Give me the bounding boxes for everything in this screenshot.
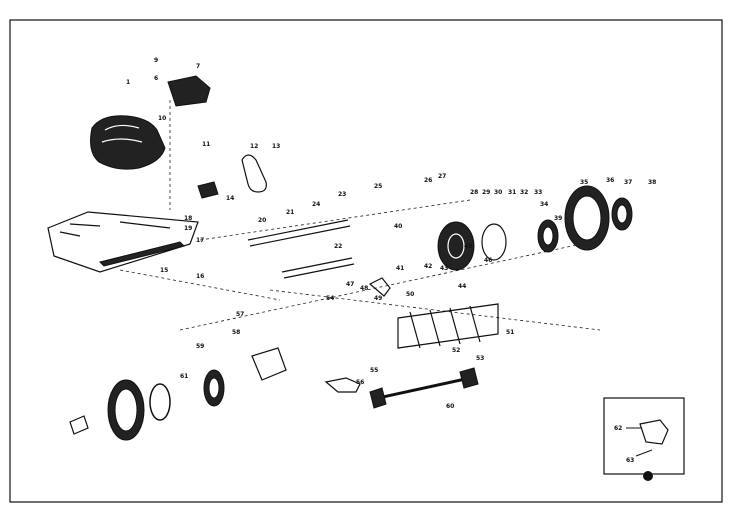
callout-label: 32: [520, 189, 528, 196]
handle-bracket-part: [368, 277, 391, 297]
callout-label: 23: [338, 191, 346, 198]
callout-label: 21: [286, 209, 294, 216]
callout-label: 49: [374, 295, 382, 302]
callout-label: 52: [452, 347, 460, 354]
callout-label: 18: [184, 215, 192, 222]
gear-housing-part: [437, 221, 507, 271]
callout-label: 43: [440, 265, 448, 272]
callout-label: 22: [334, 243, 342, 250]
callout-label: 46: [484, 257, 492, 264]
left-wheel-part: [69, 369, 225, 441]
callout-label: 62: [614, 425, 622, 432]
callout-label: 57: [236, 311, 244, 318]
callout-label: 42: [424, 263, 432, 270]
callout-label: 51: [506, 329, 514, 336]
reel-part: [397, 303, 499, 349]
clutch-part: [197, 181, 219, 199]
callout-label: 28: [470, 189, 478, 196]
callout-label: 19: [184, 225, 192, 232]
right-wheel-part: [537, 185, 633, 253]
detail-inset: [603, 397, 685, 481]
callout-label: 15: [160, 267, 168, 274]
callout-label: 53: [476, 355, 484, 362]
callout-label: 36: [606, 177, 614, 184]
callout-label: 59: [196, 343, 204, 350]
callout-label: 44: [458, 283, 466, 290]
callout-label: 33: [534, 189, 542, 196]
callout-label: 30: [494, 189, 502, 196]
callout-label: 20: [258, 217, 266, 224]
callout-label: 11: [202, 141, 210, 148]
callout-label: 7: [196, 63, 200, 70]
callout-label: 60: [446, 403, 454, 410]
callout-label: 1: [126, 79, 130, 86]
callout-label: 24: [312, 201, 320, 208]
callout-label: 47: [346, 281, 354, 288]
callout-label: 16: [196, 273, 204, 280]
callout-label: 41: [396, 265, 404, 272]
callout-label: 17: [196, 237, 204, 244]
callout-label: 39: [554, 215, 562, 222]
callout-label: 38: [648, 179, 656, 186]
callout-label: 26: [424, 177, 432, 184]
callout-label: 55: [370, 367, 378, 374]
callout-label: 25: [374, 183, 382, 190]
chain-part: [281, 257, 355, 279]
engine-part: [90, 115, 166, 170]
callout-label: 13: [272, 143, 280, 150]
bracket-part: [324, 377, 361, 393]
callout-label: 31: [508, 189, 516, 196]
callout-label: 56: [356, 379, 364, 386]
callout-label: 58: [232, 329, 240, 336]
callout-label: 40: [394, 223, 402, 230]
callout-label: 14: [226, 195, 234, 202]
callout-label: 61: [180, 373, 188, 380]
callout-label: 29: [482, 189, 490, 196]
engine-shroud-part: [167, 75, 211, 107]
callout-label: 50: [406, 291, 414, 298]
callout-label: 10: [158, 115, 166, 122]
callout-label: 9: [154, 57, 158, 64]
callout-label: 48: [360, 285, 368, 292]
shaft-part: [247, 219, 351, 247]
callout-label: 63: [626, 457, 634, 464]
callout-label: 37: [624, 179, 632, 186]
callout-label: 35: [580, 179, 588, 186]
side-plate-part: [251, 347, 287, 381]
callout-label: 54: [326, 295, 334, 302]
callout-label: 6: [154, 75, 158, 82]
diagram-border: [9, 19, 723, 503]
callout-label: 34: [540, 201, 548, 208]
callout-labels: 9 7 6 1 10 11 12 13 14 15 16 17 18 19 20…: [126, 57, 656, 464]
belt-part: [241, 154, 267, 193]
callout-label: 45: [464, 243, 472, 250]
callout-label: 27: [438, 173, 446, 180]
deck-housing-part: [47, 211, 199, 273]
callout-label: 12: [250, 143, 258, 150]
roller-part: [369, 367, 479, 409]
